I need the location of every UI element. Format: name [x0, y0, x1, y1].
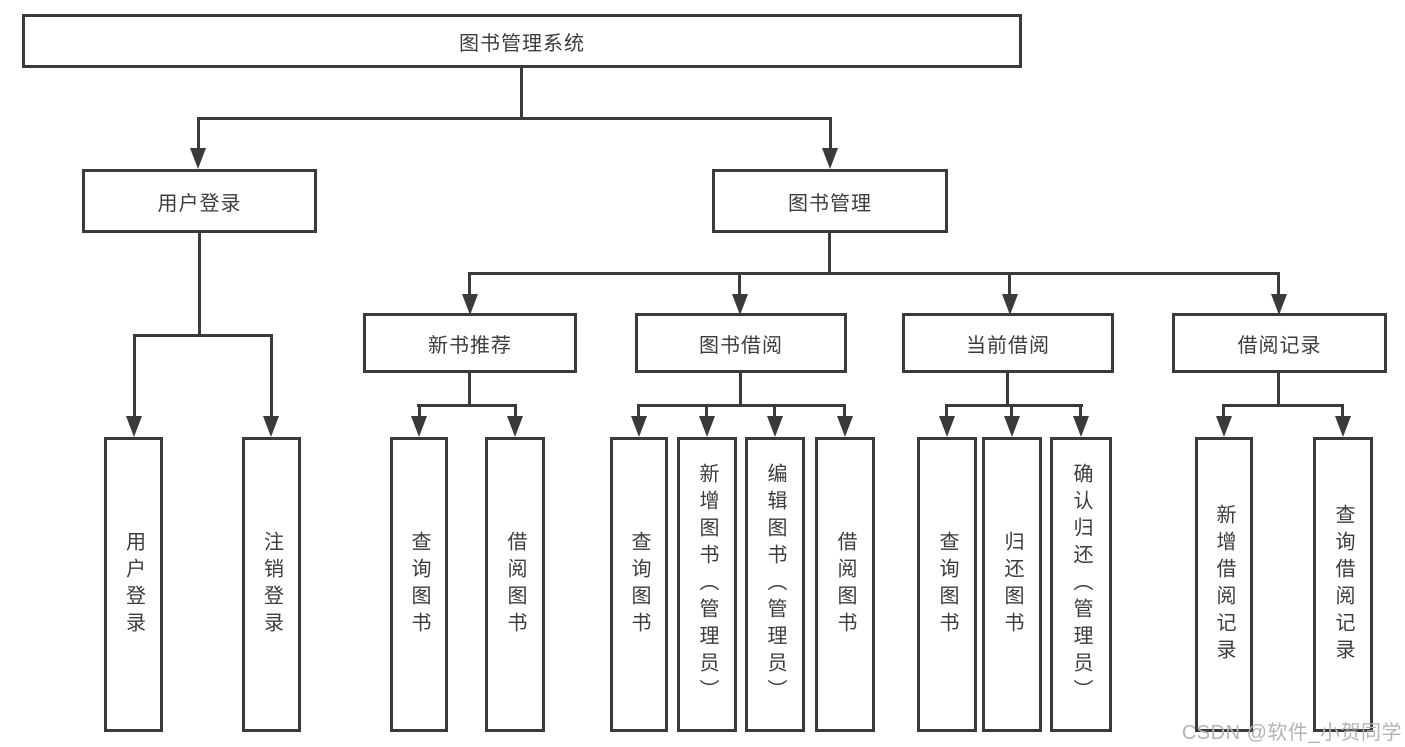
connector-line — [1006, 371, 1009, 407]
connector-line — [197, 117, 200, 151]
connector-line — [197, 117, 832, 120]
arrow-down-icon — [126, 416, 142, 437]
arrow-down-icon — [939, 416, 955, 437]
node-current-confirm-return-label: 确认归还（管理员） — [1070, 463, 1092, 706]
node-book-borrowing: 图书借阅 — [635, 313, 847, 373]
node-borrowing-query-books-label: 查询图书 — [628, 530, 650, 639]
node-records-query-record-label: 查询借阅记录 — [1332, 503, 1354, 666]
node-borrowing-records-label: 借阅记录 — [1237, 334, 1322, 357]
node-user-login: 用户登录 — [82, 169, 317, 233]
node-borrowing-query-books: 查询图书 — [610, 437, 668, 732]
connector-line — [637, 404, 640, 420]
node-current-return-books-label: 归还图书 — [1001, 530, 1023, 639]
arrow-down-icon — [263, 416, 279, 437]
connector-line — [828, 230, 831, 275]
arrow-down-icon — [1271, 294, 1287, 315]
connector-line — [829, 117, 832, 151]
arrow-down-icon — [822, 148, 838, 169]
node-logout-label: 注销登录 — [260, 530, 283, 639]
connector-line — [945, 404, 1083, 407]
node-recommend-query-books: 查询图书 — [390, 437, 448, 732]
connector-line — [133, 334, 273, 337]
node-current-query-books: 查询图书 — [917, 437, 977, 732]
connector-line — [1079, 404, 1082, 420]
connector-line — [945, 404, 948, 420]
arrow-down-icon — [190, 148, 206, 169]
connector-line — [1277, 272, 1280, 298]
connector-line — [1008, 272, 1011, 298]
connector-line — [133, 334, 136, 420]
node-borrowing-edit-books: 编辑图书（管理员） — [745, 437, 805, 732]
node-root: 图书管理系统 — [22, 14, 1022, 68]
arrow-down-icon — [1335, 416, 1351, 437]
arrow-down-icon — [462, 294, 478, 315]
node-borrowing-borrow-books-label: 借阅图书 — [834, 530, 856, 639]
connector-line — [843, 404, 846, 420]
node-borrowing-edit-books-label: 编辑图书（管理员） — [764, 463, 786, 706]
connector-line — [198, 230, 201, 337]
connector-line — [1341, 404, 1344, 420]
connector-line — [738, 272, 741, 298]
node-user-login-leaf: 用户登录 — [104, 437, 163, 732]
watermark: CSDN @软件_小贺同学 — [1181, 722, 1402, 744]
arrow-down-icon — [1216, 416, 1232, 437]
node-current-borrowing: 当前借阅 — [902, 313, 1114, 373]
node-recommend-query-books-label: 查询图书 — [408, 530, 430, 639]
connector-line — [417, 404, 517, 407]
node-new-book-recommend-label: 新书推荐 — [428, 334, 512, 357]
arrow-down-icon — [507, 416, 523, 437]
node-recommend-borrow-books: 借阅图书 — [485, 437, 545, 732]
arrow-down-icon — [631, 416, 647, 437]
connector-line — [1010, 404, 1013, 420]
node-current-query-books-label: 查询图书 — [936, 530, 958, 639]
connector-line — [739, 371, 742, 407]
node-book-management-label: 图书管理 — [788, 192, 872, 215]
node-records-query-record: 查询借阅记录 — [1313, 437, 1373, 732]
connector-line — [637, 404, 846, 407]
node-root-label: 图书管理系统 — [459, 32, 585, 55]
connector-line — [270, 334, 273, 420]
connector-line — [705, 404, 708, 420]
connector-line — [468, 371, 471, 407]
node-records-add-record: 新增借阅记录 — [1195, 437, 1253, 732]
arrow-down-icon — [1073, 416, 1089, 437]
connector-line — [468, 272, 1280, 275]
arrow-down-icon — [837, 416, 853, 437]
node-logout: 注销登录 — [242, 437, 301, 732]
node-user-login-label: 用户登录 — [157, 192, 242, 215]
node-records-add-record-label: 新增借阅记录 — [1213, 503, 1235, 666]
connector-line — [773, 404, 776, 420]
arrow-down-icon — [732, 294, 748, 315]
arrow-down-icon — [1002, 294, 1018, 315]
connector-line — [1277, 371, 1280, 407]
node-borrowing-add-books: 新增图书（管理员） — [677, 437, 737, 732]
node-user-login-leaf-label: 用户登录 — [122, 530, 145, 639]
node-current-return-books: 归还图书 — [982, 437, 1042, 732]
connector-line — [418, 404, 421, 420]
node-recommend-borrow-books-label: 借阅图书 — [504, 530, 526, 639]
node-borrowing-borrow-books: 借阅图书 — [815, 437, 875, 732]
arrow-down-icon — [1004, 416, 1020, 437]
node-current-confirm-return: 确认归还（管理员） — [1050, 437, 1112, 732]
connector-line — [520, 66, 523, 120]
connector-line — [1222, 404, 1344, 407]
connector-line — [1222, 404, 1225, 420]
node-borrowing-records: 借阅记录 — [1172, 313, 1387, 373]
node-borrowing-add-books-label: 新增图书（管理员） — [696, 463, 718, 706]
arrow-down-icon — [767, 416, 783, 437]
connector-line — [514, 404, 517, 420]
arrow-down-icon — [411, 416, 427, 437]
connector-line — [468, 272, 471, 298]
node-book-management: 图书管理 — [712, 169, 948, 233]
node-current-borrowing-label: 当前借阅 — [966, 334, 1050, 357]
node-new-book-recommend: 新书推荐 — [363, 313, 577, 373]
node-book-borrowing-label: 图书借阅 — [699, 334, 783, 357]
arrow-down-icon — [699, 416, 715, 437]
